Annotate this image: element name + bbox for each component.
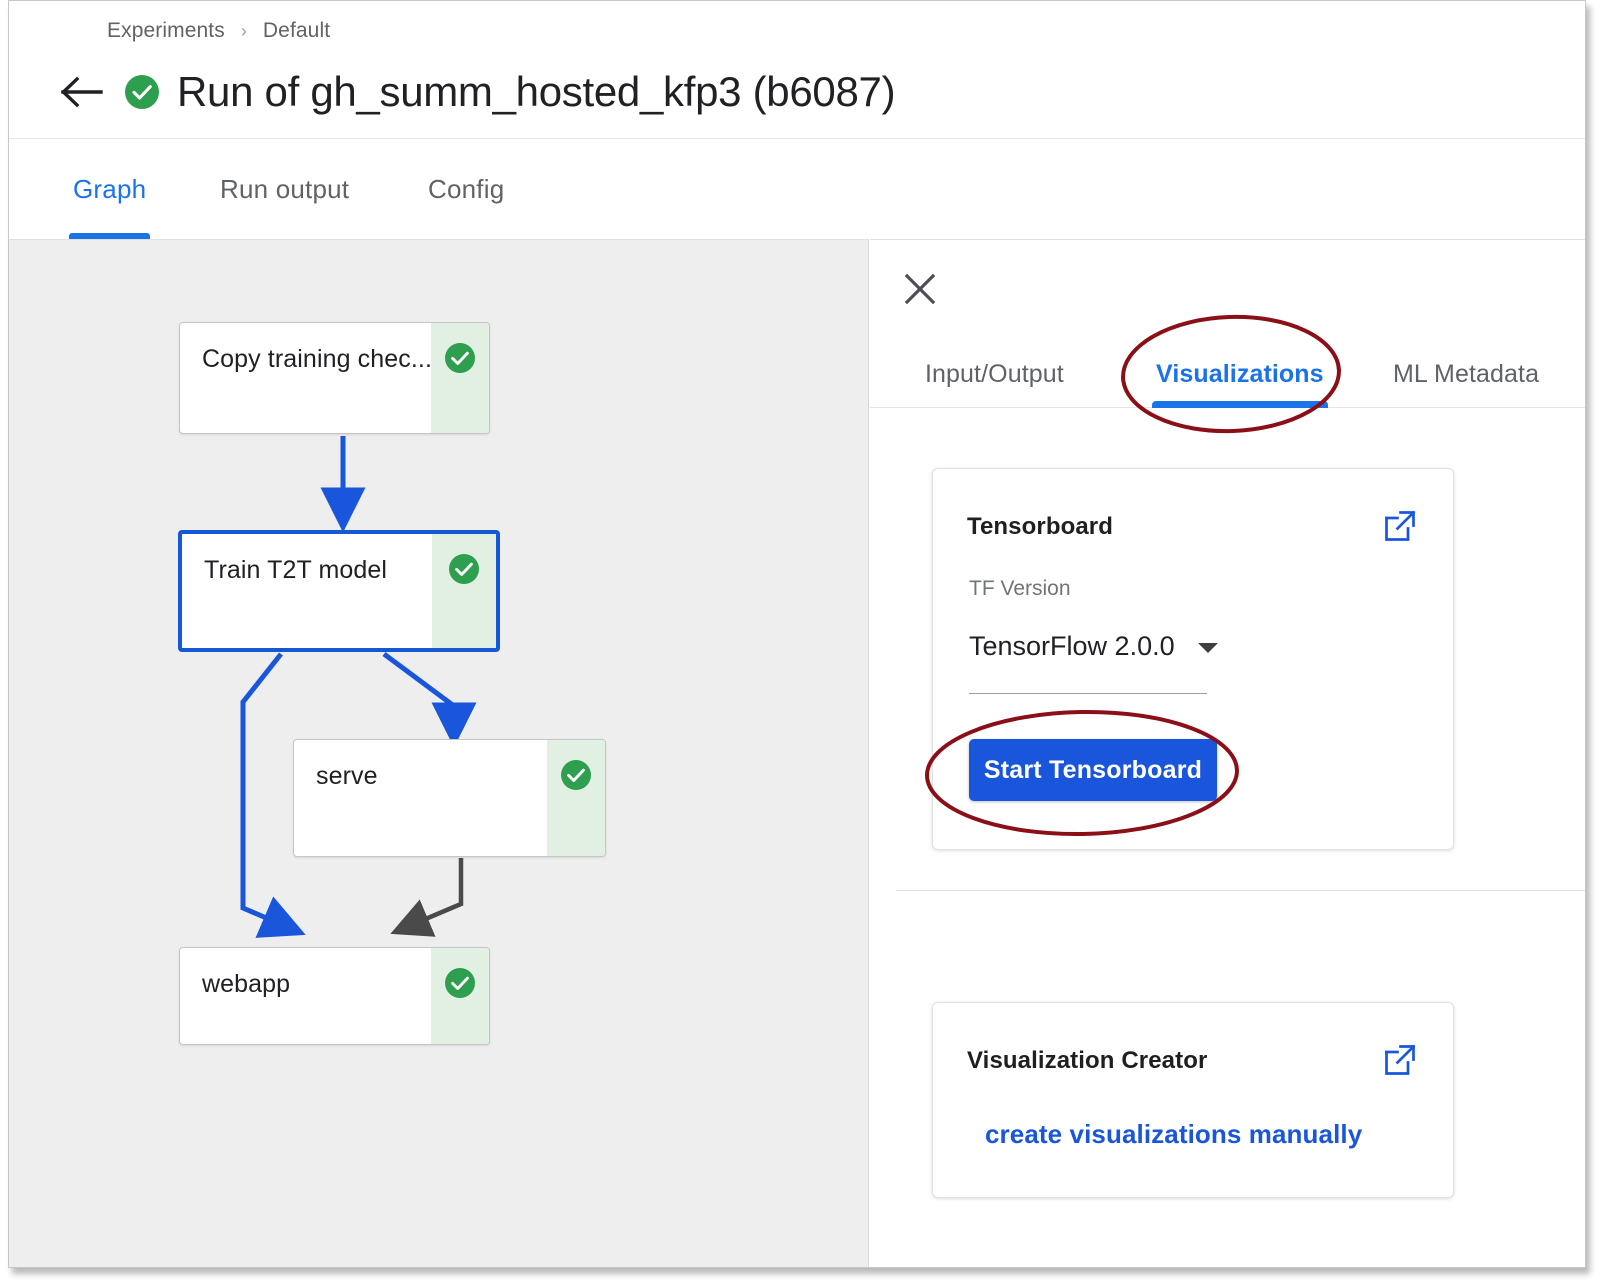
edge-train-to-serve	[382, 651, 477, 748]
tab-visualizations-label: Visualizations	[1156, 359, 1324, 388]
tf-version-label: TF Version	[969, 577, 1071, 600]
pipeline-edges	[240, 436, 477, 938]
graph-node-status	[431, 323, 489, 433]
tf-version-select[interactable]: TensorFlow 2.0.0	[969, 631, 1219, 662]
chevron-down-icon	[1197, 631, 1219, 662]
top-tab-bar: Graph Run output Config	[9, 139, 1585, 239]
tab-visualizations-underline	[1152, 401, 1328, 408]
title-row: Run of gh_summ_hosted_kfp3 (b6087)	[53, 63, 896, 121]
tab-input-output[interactable]: Input/Output	[925, 340, 1064, 408]
graph-node-copy-training-checkpoint[interactable]: Copy training chec...	[179, 322, 490, 434]
open-in-new-icon[interactable]	[1383, 1043, 1419, 1079]
graph-node-label: Copy training chec...	[202, 345, 431, 373]
tab-visualizations[interactable]: Visualizations	[1152, 340, 1328, 408]
breadcrumb: Experiments › Default	[107, 19, 330, 43]
graph-node-label: serve	[316, 762, 378, 790]
tab-graph[interactable]: Graph	[69, 139, 151, 239]
open-in-new-icon[interactable]	[1383, 509, 1419, 545]
breadcrumb-experiments[interactable]: Experiments	[107, 19, 225, 42]
tab-config-label: Config	[428, 173, 505, 204]
tf-version-select-underline	[969, 693, 1207, 694]
side-panel-tab-bar: Input/Output Visualizations ML Metadata	[870, 340, 1585, 408]
success-check-icon	[445, 968, 475, 998]
edge-serve-to-webapp	[390, 858, 464, 937]
close-x-icon[interactable]	[893, 262, 947, 316]
graph-node-label: webapp	[202, 970, 291, 998]
pipeline-graph-canvas[interactable]: Copy training chec... Train T2T model se…	[9, 239, 869, 1267]
tab-config[interactable]: Config	[424, 139, 508, 239]
start-tensorboard-button[interactable]: Start Tensorboard	[969, 739, 1217, 801]
visualization-creator-title: Visualization Creator	[967, 1047, 1208, 1074]
tab-ml-metadata-label: ML Metadata	[1393, 359, 1540, 388]
breadcrumb-default[interactable]: Default	[262, 19, 331, 42]
graph-node-status	[432, 534, 496, 648]
panel-divider	[896, 890, 1585, 891]
tab-graph-underline	[69, 233, 151, 239]
create-visualizations-manually-link[interactable]: create visualizations manually	[985, 1119, 1363, 1149]
tab-run-output-label: Run output	[220, 173, 350, 204]
page-header: Experiments › Default Run of gh_summ_hos…	[9, 1, 1585, 139]
tab-ml-metadata[interactable]: ML Metadata	[1393, 340, 1539, 408]
tf-version-value: TensorFlow 2.0.0	[969, 631, 1175, 661]
edge-train-to-webapp	[240, 652, 306, 938]
graph-node-status	[431, 948, 489, 1044]
page-title: Run of gh_summ_hosted_kfp3 (b6087)	[177, 68, 896, 115]
graph-node-train-t2t-model[interactable]: Train T2T model	[178, 530, 500, 652]
success-check-icon	[445, 343, 475, 373]
success-check-icon	[449, 554, 479, 584]
visualization-creator-card: Visualization Creator create visualizati…	[932, 1002, 1454, 1198]
kubeflow-run-window: Experiments › Default Run of gh_summ_hos…	[8, 0, 1586, 1268]
back-arrow-icon[interactable]	[53, 63, 111, 121]
breadcrumb-separator-icon: ›	[240, 20, 247, 41]
side-panel: Input/Output Visualizations ML Metadata …	[870, 239, 1585, 1267]
tensorboard-card: Tensorboard TF Version TensorFlow 2.0.0	[932, 468, 1454, 850]
tab-input-output-label: Input/Output	[925, 359, 1064, 388]
tensorboard-card-title: Tensorboard	[967, 513, 1114, 540]
success-check-icon	[123, 73, 161, 111]
graph-node-serve[interactable]: serve	[293, 739, 606, 857]
graph-node-status	[547, 740, 605, 856]
tab-graph-label: Graph	[73, 173, 147, 204]
success-check-icon	[561, 760, 591, 790]
tab-run-output[interactable]: Run output	[216, 139, 353, 239]
graph-node-webapp[interactable]: webapp	[179, 947, 490, 1045]
graph-node-label: Train T2T model	[204, 556, 388, 584]
